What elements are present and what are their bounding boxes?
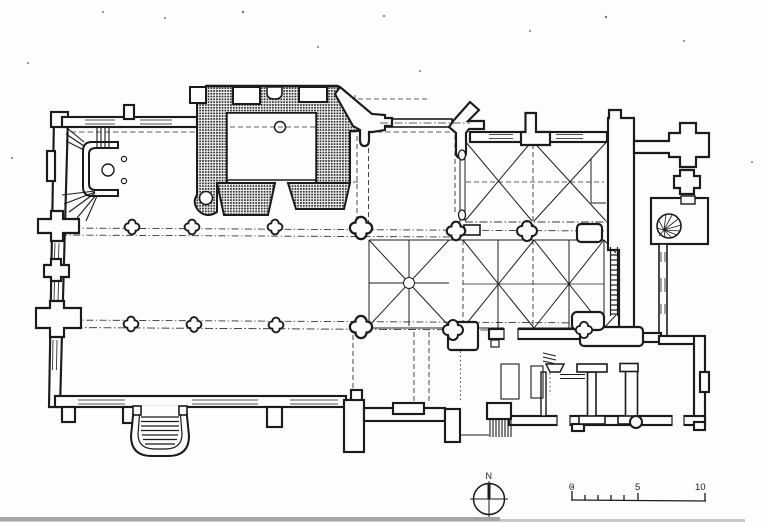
svg-text:N: N	[486, 471, 493, 481]
svg-text:5: 5	[635, 482, 640, 493]
svg-text:10: 10	[695, 482, 706, 493]
